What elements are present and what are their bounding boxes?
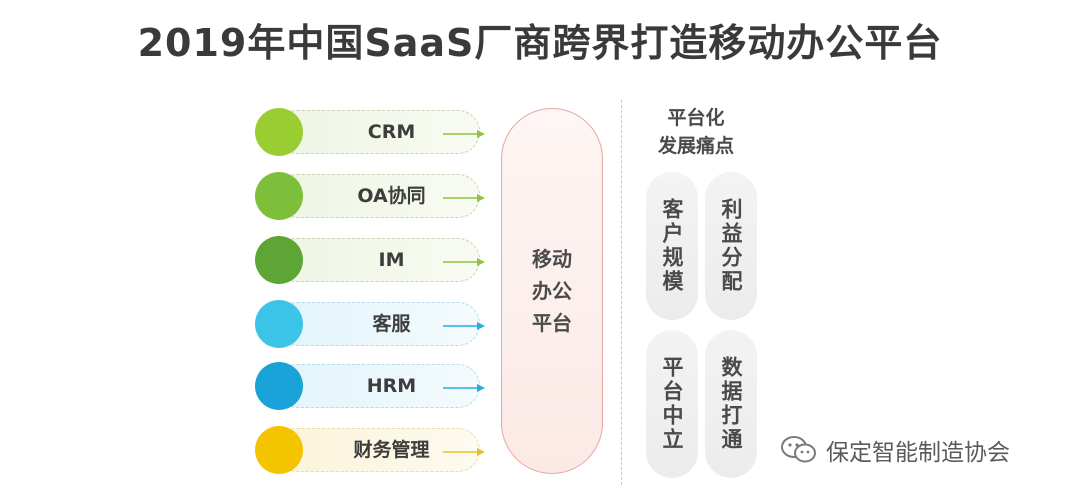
watermark-text: 保定智能制造协会	[826, 440, 1010, 466]
arrow-right-icon	[443, 194, 485, 202]
pain-point-label: 利益分配	[719, 198, 743, 294]
arrow-right-icon	[443, 258, 485, 266]
module-circle	[255, 236, 303, 284]
module-circle	[255, 362, 303, 410]
module-pill	[275, 302, 480, 346]
center-line-3: 平台	[532, 311, 572, 335]
pain-points-title-line-2: 发展痛点	[657, 135, 734, 157]
module-row: HRM	[255, 362, 495, 410]
watermark: 保定智能制造协会	[780, 432, 1010, 468]
module-label: 财务管理	[353, 439, 430, 461]
pain-points-title-line-1: 平台化	[667, 107, 725, 129]
pain-point-platform-neutrality: 平台中立	[646, 330, 698, 478]
pain-point-data-connectivity: 数据打通	[705, 330, 757, 478]
center-line-2: 办公	[532, 279, 572, 303]
wechat-icon	[781, 436, 816, 463]
module-circle	[255, 108, 303, 156]
module-label: CRM	[367, 121, 416, 143]
pain-point-customer-scale: 客户规模	[646, 172, 698, 320]
module-row: IM	[255, 236, 495, 284]
arrow-right-icon	[443, 322, 485, 330]
module-pill	[275, 364, 480, 408]
module-pill	[275, 428, 480, 472]
module-label: HRM	[366, 375, 417, 397]
arrow-right-icon	[443, 130, 485, 138]
module-pill	[275, 110, 480, 154]
module-label: OA协同	[357, 185, 426, 207]
mobile-office-platform-label: 移动 办公 平台	[502, 109, 602, 473]
pain-point-benefit-distribution: 利益分配	[705, 172, 757, 320]
module-label: IM	[378, 249, 405, 271]
module-row: CRM	[255, 108, 495, 156]
mobile-office-platform-box: 移动 办公 平台	[501, 108, 603, 474]
page-title: 2019年中国SaaS厂商跨界打造移动办公平台	[137, 21, 943, 65]
module-label: 客服	[372, 313, 411, 335]
module-circle	[255, 300, 303, 348]
arrow-right-icon	[443, 384, 485, 392]
arrow-right-icon	[443, 448, 485, 456]
module-row: OA协同	[255, 172, 495, 220]
module-row: 财务管理	[255, 426, 495, 474]
module-pill	[275, 174, 480, 218]
pain-point-label: 数据打通	[719, 356, 743, 452]
center-line-1: 移动	[532, 247, 572, 271]
module-row: 客服	[255, 300, 495, 348]
pain-point-label: 客户规模	[660, 198, 684, 294]
section-divider	[621, 100, 622, 485]
module-circle	[255, 172, 303, 220]
pain-points-title: 平台化 发展痛点	[636, 104, 756, 160]
module-circle	[255, 426, 303, 474]
pain-point-label: 平台中立	[660, 356, 684, 452]
